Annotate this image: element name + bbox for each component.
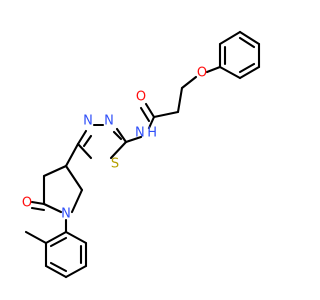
bond-double-inner (238, 36, 256, 49)
bond (115, 127, 128, 144)
bond (64, 142, 80, 168)
bond (218, 65, 242, 80)
bond-double-inner (30, 206, 46, 212)
nitrogen-atom-label: N (61, 207, 71, 222)
bond (176, 86, 184, 114)
bond (144, 102, 156, 119)
bond (64, 230, 88, 245)
bond (24, 230, 48, 245)
bond (42, 202, 63, 214)
oxygen-atom-label: O (197, 66, 207, 81)
bond-double-inner (238, 62, 256, 74)
nitrogen-atom-label: N (83, 114, 93, 129)
atom-labels: O O N H N N S O N (22, 66, 207, 222)
bond-double-inner (82, 134, 93, 148)
bond-double-inner (49, 261, 68, 273)
bond-double-inner (112, 130, 123, 141)
bonds (24, 30, 261, 279)
bond (64, 164, 84, 192)
bond (238, 65, 261, 80)
bond-double-inner (49, 236, 68, 248)
bond (70, 188, 84, 214)
sulfur-atom-label: S (111, 157, 119, 172)
nitrogen-atom-label: N H (135, 126, 157, 141)
bond-double-inner (139, 106, 151, 123)
bond (218, 30, 242, 46)
bond (238, 30, 261, 46)
oxygen-atom-label: O (22, 196, 32, 211)
bond (109, 140, 128, 160)
bond (42, 164, 68, 178)
molecule-structure: O O N H N N S O N (22, 30, 261, 279)
bond (76, 142, 93, 160)
bond (147, 115, 156, 130)
bond (124, 135, 143, 144)
oxygen-atom-label: O (136, 90, 146, 105)
bond (205, 65, 222, 74)
bond (30, 200, 46, 206)
bond (44, 264, 68, 279)
bond (64, 264, 88, 279)
bond (152, 110, 180, 119)
bond (44, 230, 68, 245)
bond (76, 129, 88, 146)
bond (180, 75, 198, 90)
nitrogen-atom-label: N (104, 114, 114, 129)
